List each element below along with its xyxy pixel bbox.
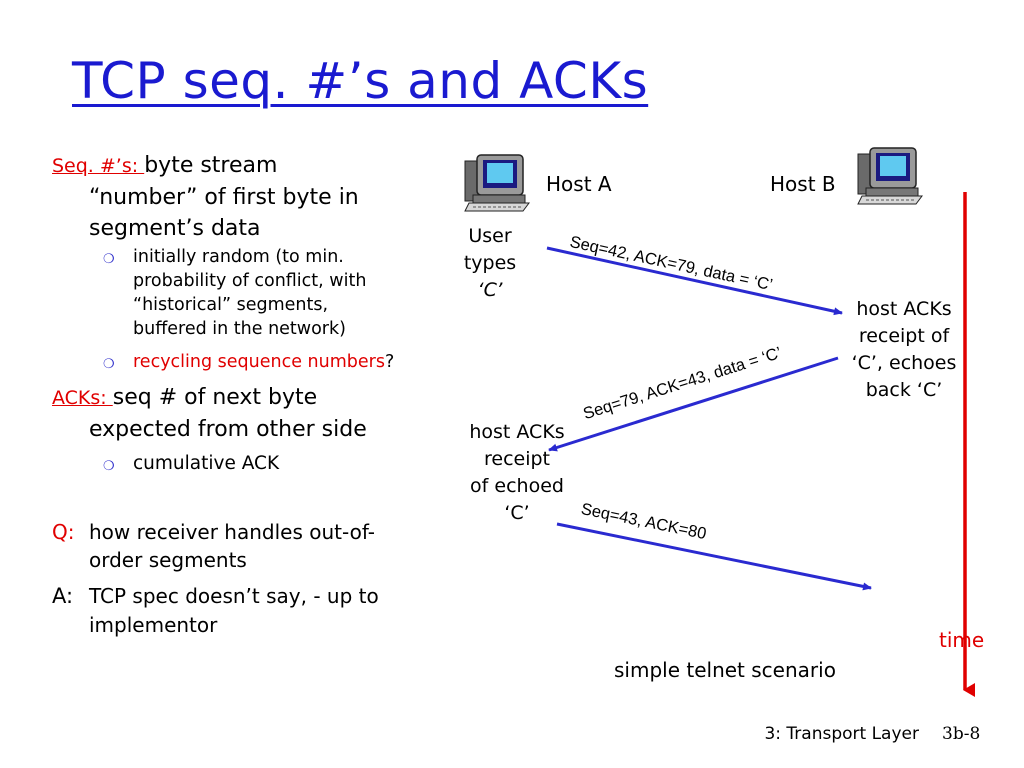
sub-bullet-cumulative: cumulative ACK [133,453,280,474]
a-label: A: [52,584,74,608]
seq-text-2: “number” of first byte in [89,185,359,210]
sub-bullet-recycling: recycling sequence numbers? [133,350,394,374]
ack-label: ACKs: [52,387,113,409]
computer-icon-host-b [857,147,923,205]
sub1-line: buffered in the network) [133,319,346,339]
host-a-label: Host A [546,172,612,196]
ack-text-1: seq # of next byte [112,385,318,410]
q-text-line: how receiver handles out-of- [89,520,375,544]
seq-label: Seq. #’s: [52,155,145,177]
sub1-line: “historical” segments, [133,295,329,315]
sub-bullet-marker: ❍ [103,357,115,372]
q-text-line: order segments [89,548,247,572]
host-b-ack-line: receipt of [858,325,950,347]
ack-text-2: expected from other side [89,417,367,442]
page-number: 3b-8 [942,724,981,744]
q-label: Q: [52,518,74,546]
message-arrow-2 [548,356,839,452]
host-b-ack-line: back ‘C’ [865,379,943,401]
message-arrow-3 [556,522,872,591]
time-label: time [939,628,985,652]
host-a-ack-label: host ACKs receipt of echoed ‘C’ [458,419,576,527]
seq-text-1: byte stream [144,153,278,178]
diagram-caption: simple telnet scenario [614,658,836,682]
seq-bullet: Seq. #’s: byte stream “number” of first … [52,150,452,244]
ack-bullet: ACKs: seq # of next byte expected from o… [52,382,472,445]
host-a-ack-line: host ACKs [469,421,565,443]
recycling-text: recycling sequence numbers [133,352,385,372]
user-types-line: types [463,252,517,274]
host-b-ack-label: host ACKs receipt of ‘C’, echoes back ‘C… [840,296,968,404]
host-a-ack-line: ‘C’ [504,502,530,524]
host-b-label: Host B [770,172,836,196]
footer-chapter: 3: Transport Layer [764,724,919,744]
sub-bullet-marker: ❍ [103,459,115,474]
sub-bullet-marker: ❍ [103,252,115,267]
host-a-ack-line: of echoed [470,475,564,497]
slide-title: TCP seq. #’s and ACKs [72,52,649,110]
sub1-line: initially random (to min. [133,247,344,267]
seq-text-3: segment’s data [89,216,261,241]
host-b-ack-line: host ACKs [856,298,952,320]
q-text: how receiver handles out-of- order segme… [89,518,449,574]
user-types-line: User [468,225,512,247]
sub-bullet-initially-random: initially random (to min. probability of… [133,245,366,341]
a-text-line: TCP spec doesn’t say, - up to [89,584,379,608]
a-text: TCP spec doesn’t say, - up to implemento… [89,582,449,640]
a-text-line: implementor [89,613,218,637]
sub1-line: probability of conflict, with [133,271,367,291]
host-b-ack-line: ‘C’, echoes [851,352,957,374]
message-arrow-1 [546,246,843,316]
recycling-q: ? [384,352,395,372]
user-types-line: ‘C’ [477,279,503,301]
host-a-ack-line: receipt [483,448,550,470]
computer-icon-host-a [464,154,530,212]
user-types-label: User types ‘C’ [448,223,532,304]
q-label-text: Q: [52,520,75,544]
